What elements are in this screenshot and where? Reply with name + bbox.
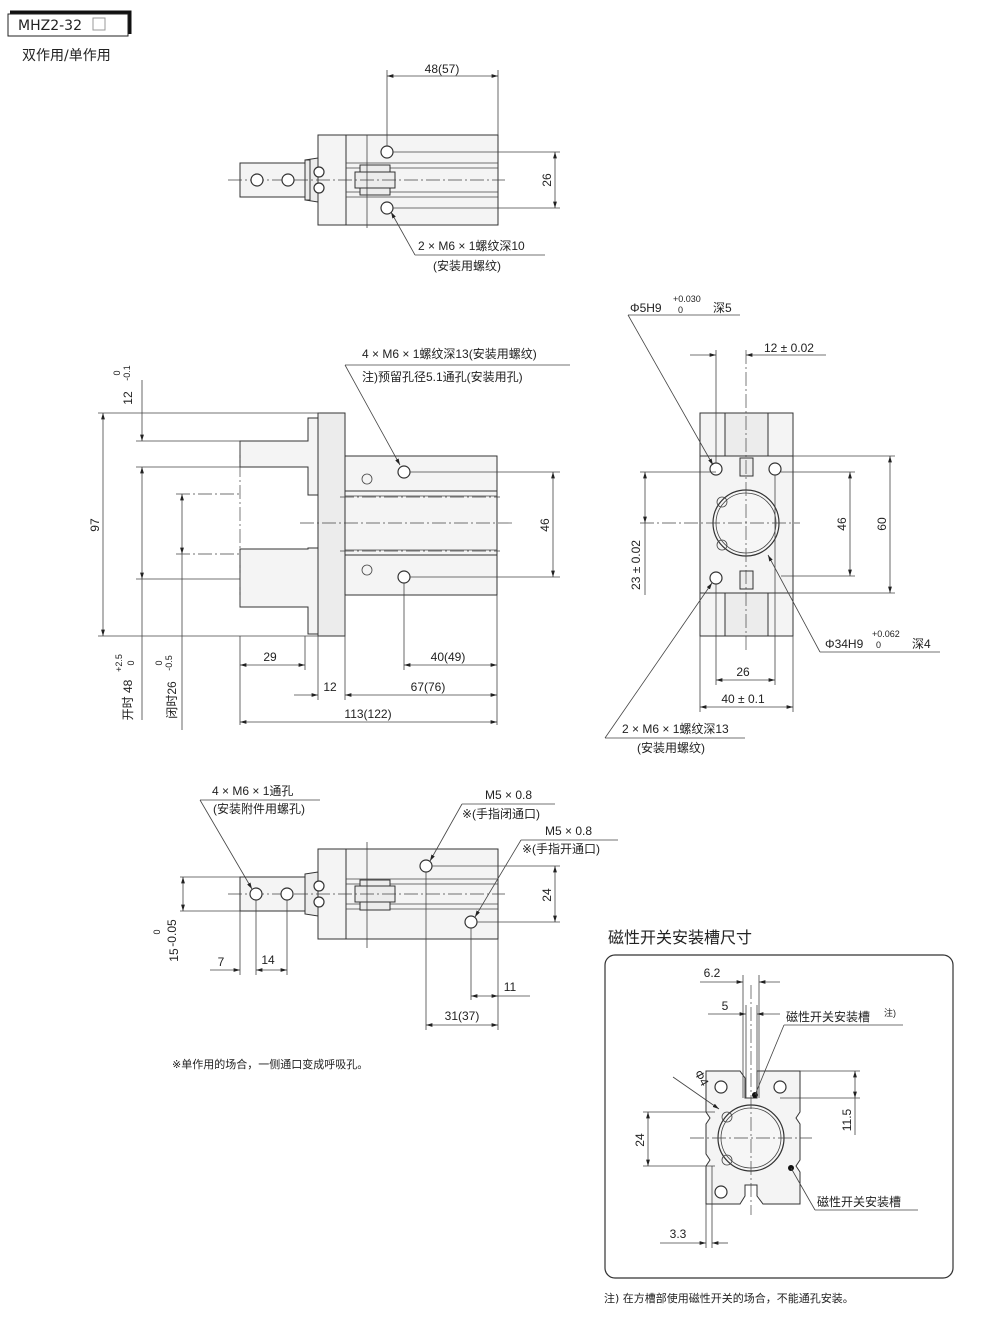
dim-60: 60 [875, 517, 889, 531]
dim-48-57: 48(57) [425, 62, 460, 76]
callout-through-hole: 4 × M6 × 1通孔 [212, 784, 293, 798]
tol-upper: +2.5 [114, 654, 124, 672]
thread-hole [397, 465, 411, 479]
dim-5: 5 [722, 999, 729, 1013]
end-view: Φ5H9 +0.030 0 深5 12 ± 0.02 23 ± 0.02 46 … [604, 294, 940, 755]
port-open-note: ※(手指开通口) [522, 841, 600, 856]
tol-lower: 0 [126, 660, 136, 665]
dim-31-37: 31(37) [445, 1009, 480, 1023]
tol-upper: +0.062 [872, 629, 900, 639]
model-label: MHZ2-32 [18, 18, 82, 34]
mount-hole [249, 887, 263, 901]
mount-hole [281, 173, 295, 187]
tol-lower: -0.5 [164, 655, 174, 671]
tol-upper: 0 [152, 929, 162, 934]
port-close-spec: M5 × 0.8 [485, 788, 532, 802]
pin-hole-depth: 深5 [713, 301, 732, 315]
callout-thread: 2 × M6 × 1螺纹深10 [418, 239, 525, 253]
dim-26: 26 [736, 665, 750, 679]
variant-placeholder-box [92, 17, 106, 31]
pin-hole [709, 462, 723, 476]
body [344, 455, 498, 596]
pin-hole-label: Φ5H9 [630, 301, 662, 315]
header: MHZ2-32 双作用/单作用 [7, 10, 132, 64]
dim-3-3: 3.3 [670, 1227, 687, 1241]
port-open-spec: M5 × 0.8 [545, 824, 592, 838]
thread-hole [397, 570, 411, 584]
dim-12: 12 [121, 391, 135, 405]
slot-label-bottom: 磁性开关安装槽 [817, 1194, 901, 1209]
dim-67-76: 67(76) [411, 680, 446, 694]
tol-lower: 0 [876, 640, 881, 650]
detail-frame [604, 954, 954, 1279]
dim-97: 97 [88, 518, 102, 532]
footnote: ※单作用的场合，一侧通口变成呼吸孔。 [172, 1057, 368, 1071]
dim-46: 46 [538, 518, 552, 532]
dim-26: 26 [540, 173, 554, 187]
callout-through-hole-note: (安装附件用螺孔) [213, 801, 305, 816]
port-open [464, 915, 478, 929]
dim-23-tol: 23 ± 0.02 [629, 540, 643, 590]
callout-thread: 4 × M6 × 1螺纹深13(安装用螺纹) [362, 346, 537, 361]
subtitle: 双作用/单作用 [22, 48, 111, 64]
dim-46: 46 [835, 517, 849, 531]
dim-24: 24 [633, 1133, 647, 1147]
dim-40-tol: 40 ± 0.1 [721, 692, 765, 706]
dim-12-body: 12 [323, 680, 337, 694]
dim-closed-26: 闭时26 [165, 681, 179, 719]
tol-upper: 0 [154, 660, 164, 665]
switch-slot-note: 注) 在方槽部使用磁性开关的场合，不能通孔安装。 [604, 1291, 854, 1305]
dim-24: 24 [540, 888, 554, 902]
switch-slot-title: 磁性开关安装槽尺寸 [608, 928, 752, 947]
dim-40-49: 40(49) [431, 650, 466, 664]
side-view: 97 12 0 -0.1 开时 48 +2.5 0 闭时26 0 -0.5 46 [88, 346, 570, 730]
bore-label: Φ34H9 [825, 637, 864, 651]
dim-15: 15 [167, 948, 181, 962]
top-view: 48(57) 26 2 × M6 × 1螺纹深10 (安装用螺纹) [228, 62, 560, 273]
bore-depth: 深4 [912, 637, 931, 651]
dim-113-122: 113(122) [344, 707, 391, 721]
jaw-plate [317, 412, 346, 637]
dim-12-tol: 12 ± 0.02 [764, 341, 814, 355]
tol-upper: 0 [112, 370, 122, 375]
bottom-view: 15 0 -0.05 7 14 24 11 31(37) 4 × M6 × 1通… [152, 784, 618, 1071]
tol-upper: +0.030 [673, 294, 701, 304]
port-close [419, 859, 433, 873]
thread-hole [380, 145, 394, 159]
callout-hole-note: 注)预留孔径5.1通孔(安装用孔) [362, 369, 523, 384]
slot-label-top: 磁性开关安装槽 [786, 1009, 870, 1024]
mount-hole [250, 173, 264, 187]
callout-thread-note: (安装用螺纹) [433, 258, 501, 273]
callout-thread: 2 × M6 × 1螺纹深13 [622, 722, 729, 736]
mount-hole [280, 887, 294, 901]
switch-slot-panel: 磁性开关安装槽尺寸 6.2 5 磁性开关安装槽 注) Φ4 [604, 928, 954, 1305]
dim-11: 11 [504, 980, 517, 994]
dim-6-2: 6.2 [704, 966, 721, 980]
finger-upper [239, 417, 319, 496]
dim-11-5: 11.5 [840, 1108, 854, 1131]
dim-open-48: 开时 48 [121, 679, 135, 720]
thread-hole [768, 462, 782, 476]
callout-thread-note: (安装用螺纹) [637, 740, 705, 755]
thread-hole [709, 571, 723, 585]
dim-7: 7 [218, 955, 225, 969]
dim-14: 14 [261, 953, 275, 967]
port-close-note: ※(手指闭通口) [462, 806, 540, 821]
tol-lower: 0 [678, 305, 683, 315]
tol-lower: -0.05 [165, 919, 179, 947]
finger-lower [239, 547, 319, 635]
slot-label-note: 注) [884, 1007, 896, 1018]
tol-lower: -0.1 [122, 365, 132, 381]
dim-29: 29 [263, 650, 277, 664]
